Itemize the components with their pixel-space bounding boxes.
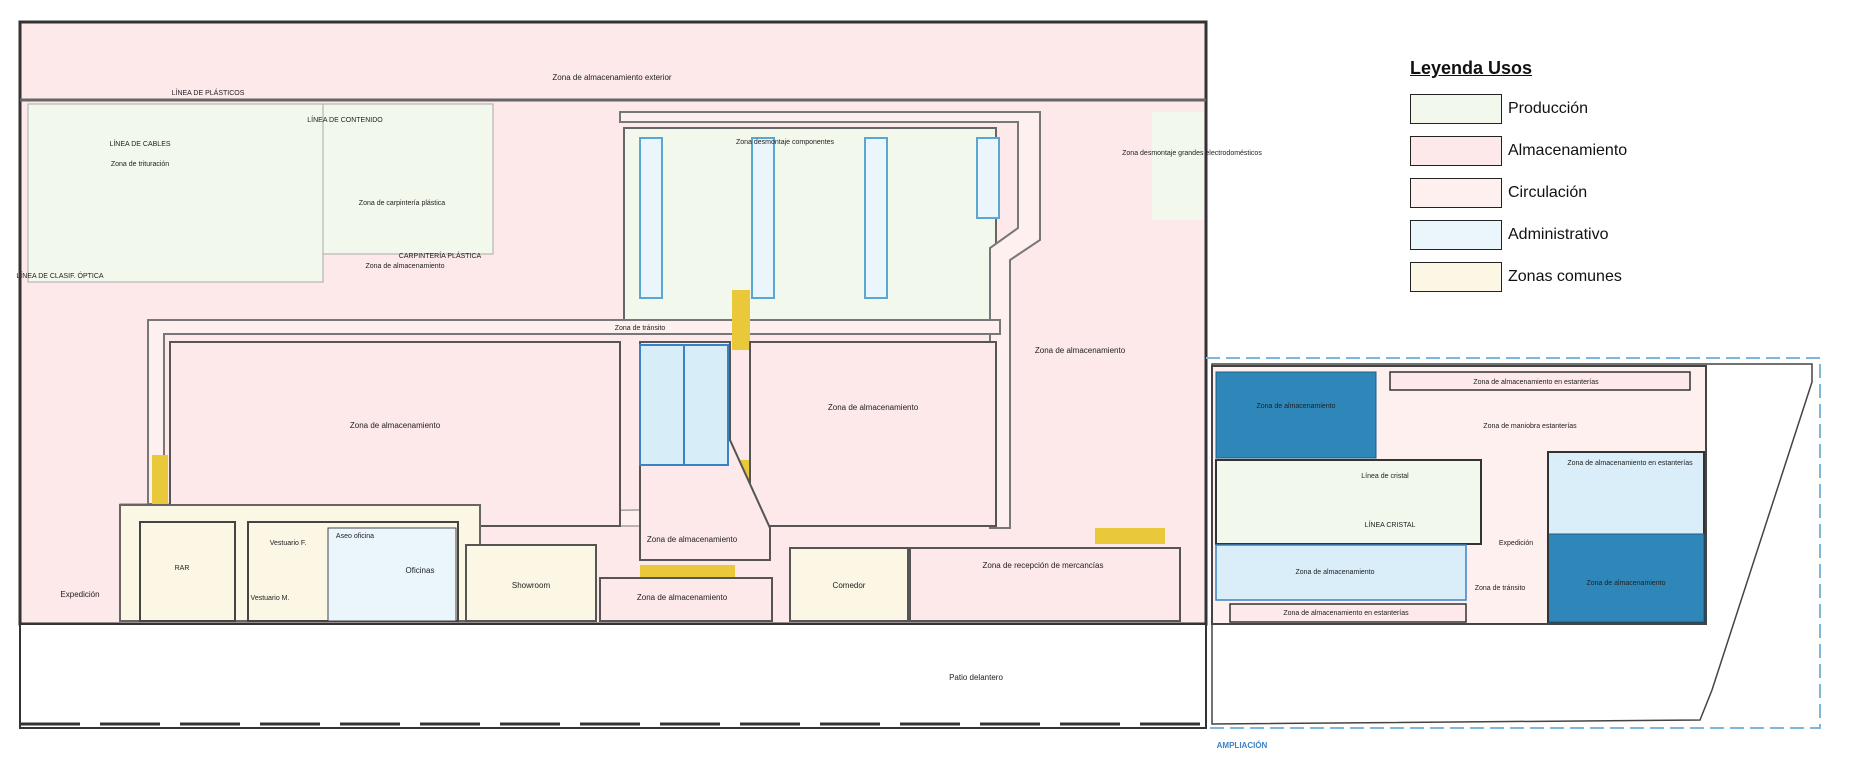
label-glass-line-zone: Línea de cristal — [1361, 473, 1409, 480]
label-storage-ext-bottom: Zona de almacenamiento — [1296, 569, 1375, 576]
workstations — [639, 137, 1000, 299]
legend-item-production: Producción — [1410, 91, 1730, 127]
label-offices: Oficinas — [406, 566, 435, 575]
label-storage-mid: Zona de almacenamiento — [828, 403, 919, 412]
label-shelf-storage-bottom: Zona de almacenamiento en estanterías — [1283, 610, 1409, 617]
legend-item-storage: Almacenamiento — [1410, 133, 1730, 169]
label-expedition-left: Expedición — [60, 590, 99, 599]
legend-label: Almacenamiento — [1508, 142, 1628, 159]
label-plastic-carpentry-zone: Zona de carpintería plástica — [359, 200, 445, 207]
production-zone-left — [27, 103, 324, 283]
rar-room — [139, 521, 236, 622]
label-shelf-maneuver: Zona de maniobra estanterías — [1483, 423, 1577, 430]
reception-room — [909, 547, 1181, 622]
legend-title: Leyenda Usos — [1410, 58, 1533, 78]
label-optical-sort-line: LÍNEA DE CLASIF. ÓPTICA — [16, 271, 103, 280]
label-storage-bottom: Zona de almacenamiento — [637, 593, 728, 602]
label-crushing-zone: Zona de trituración — [111, 161, 169, 168]
blue-storage-right — [1547, 533, 1705, 623]
label-storage-right: Zona de almacenamiento — [1035, 346, 1126, 355]
legend-swatch — [1410, 262, 1502, 292]
legend-item-administrative: Administrativo — [1410, 217, 1730, 253]
offices-room — [327, 527, 457, 622]
shelf-row-top — [1389, 371, 1691, 391]
legend-swatch — [1410, 178, 1502, 208]
shelf-row-bottom — [1229, 603, 1467, 623]
stairs-yellow-left — [152, 455, 168, 505]
label-showroom: Showroom — [512, 581, 551, 590]
label-content-line: LÍNEA DE CONTENIDO — [307, 115, 383, 124]
label-locker-f: Vestuario F. — [270, 540, 307, 547]
legend-swatch — [1410, 136, 1502, 166]
label-toilet-offices: Aseo oficina — [336, 533, 374, 540]
label-shelf-storage-top: Zona de almacenamiento en estanterías — [1473, 379, 1599, 386]
label-shelf-storage-right: Zona de almacenamiento en estanterías — [1567, 460, 1693, 467]
label-expedition-right: Expedición — [1499, 540, 1533, 547]
label-transit-right: Zona de tránsito — [1475, 585, 1526, 592]
storage-room-left — [169, 341, 621, 527]
legend-item-circulation: Circulación — [1410, 175, 1730, 211]
label-glass-line: LÍNEA CRISTAL — [1365, 520, 1416, 529]
label-extension: AMPLIACIÓN — [1217, 741, 1268, 750]
label-storage-ext-blue: Zona de almacenamiento — [1257, 403, 1336, 410]
storage-room-mid — [749, 341, 997, 527]
label-dining: Comedor — [833, 581, 866, 590]
legend-label: Circulación — [1508, 184, 1588, 201]
label-dismantling-components: Zona desmontaje componentes — [736, 139, 835, 146]
large-appliance-zone — [1152, 112, 1204, 220]
label-goods-reception: Zona de recepción de mercancías — [983, 561, 1104, 570]
label-storage-center-low: Zona de almacenamiento — [647, 535, 738, 544]
label-transit-zone: Zona de tránsito — [615, 325, 666, 332]
front-yard — [19, 623, 1207, 729]
legend-label: Administrativo — [1508, 226, 1609, 243]
label-locker-m: Vestuario M. — [251, 595, 290, 602]
stairs-yellow-right — [1095, 528, 1165, 544]
label-front-yard: Patio delantero — [949, 673, 1003, 682]
blue-shelf-block — [1215, 371, 1377, 459]
storage-bottom-room — [599, 577, 773, 622]
label-rar: RAR — [175, 565, 190, 572]
legend-swatch — [1410, 220, 1502, 250]
label-storage-left: Zona de almacenamiento — [350, 421, 441, 430]
dining-room — [789, 547, 909, 622]
stairs-yellow — [732, 290, 750, 350]
extension-outline — [1206, 357, 1821, 729]
legend: Leyenda Usos Producción Almacenamiento C… — [1410, 58, 1730, 301]
circulation-corridor-right — [619, 111, 1041, 529]
legend-label: Zonas comunes — [1508, 268, 1622, 285]
glass-line-room — [1215, 459, 1482, 545]
label-storage-ext-right: Zona de almacenamiento — [1587, 580, 1666, 587]
label-exterior-storage: Zona de almacenamiento exterior — [552, 73, 672, 82]
label-storage-small: Zona de almacenamiento — [366, 263, 445, 270]
legend-item-common: Zonas comunes — [1410, 259, 1730, 295]
label-dismantling-large: Zona desmontaje grandes electrodoméstico… — [1122, 150, 1262, 157]
storage-ext-grid — [1215, 544, 1467, 601]
label-cables-line: LÍNEA DE CABLES — [109, 139, 170, 148]
label-plastic-carpentry: CARPINTERÍA PLÁSTICA — [399, 251, 482, 260]
showroom-room — [465, 544, 597, 622]
legend-label: Producción — [1508, 100, 1589, 117]
legend-swatch — [1410, 94, 1502, 124]
dismantling-zone — [623, 127, 997, 325]
carpentry-zone — [322, 103, 494, 255]
label-plastics-line: LÍNEA DE PLÁSTICOS — [172, 88, 245, 97]
